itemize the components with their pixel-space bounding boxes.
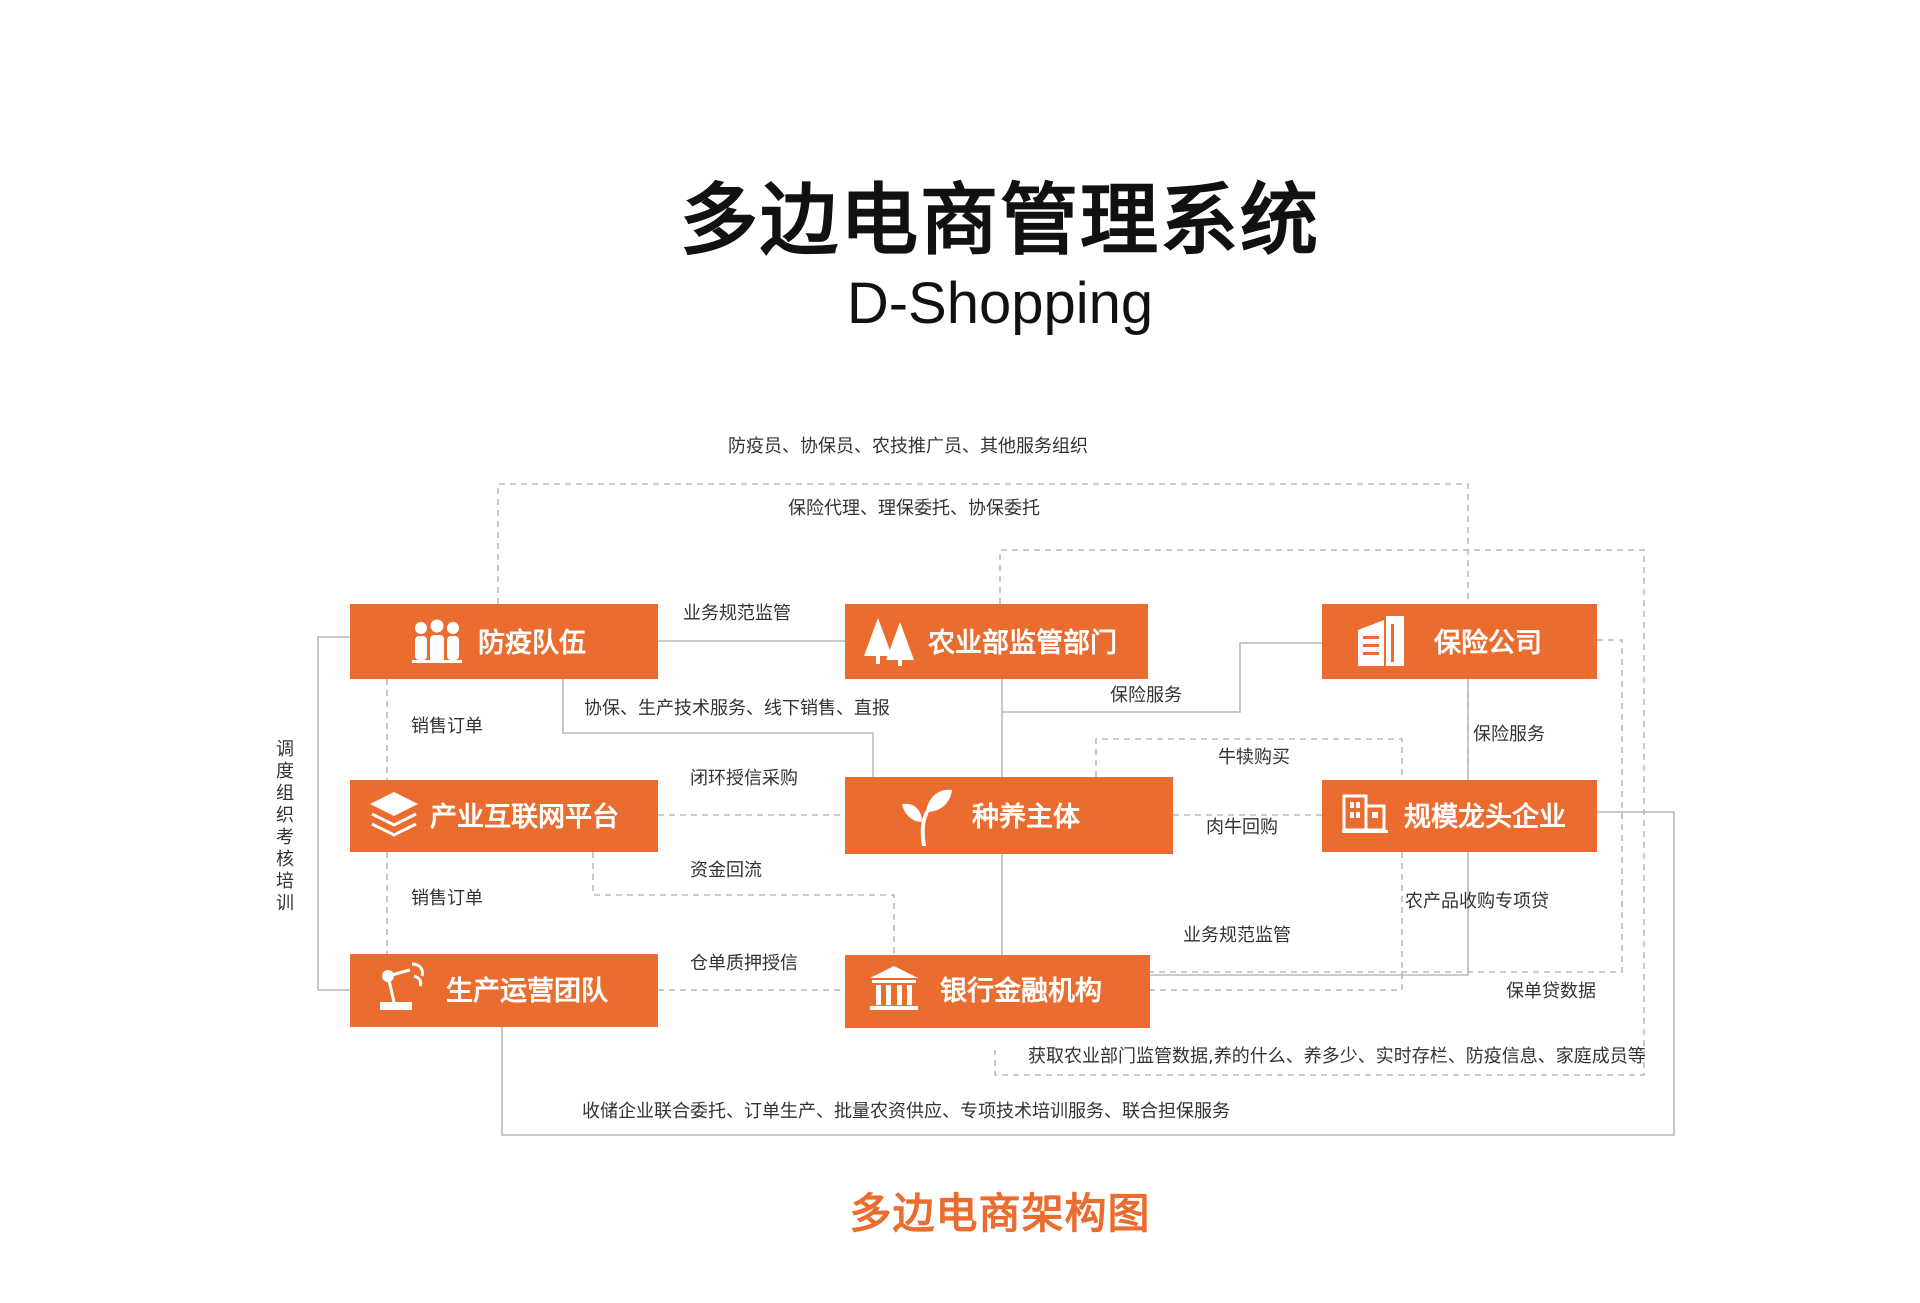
edge-label-biz-supervision-top: 业务规范监管 [683, 603, 791, 624]
trees-icon [864, 618, 914, 666]
node-label: 规模龙头企业 [1404, 801, 1566, 833]
edge-label-sales-order-1: 销售订单 [411, 716, 483, 737]
edge-label-sales-order-2: 销售订单 [411, 888, 483, 909]
connector-calf-purchase [1095, 738, 1403, 780]
node-bank: 银行金融机构 [845, 955, 1150, 1028]
edge-label-beef-buyback: 肉牛回购 [1206, 817, 1278, 838]
node-box [350, 954, 658, 1027]
node-leader: 规模龙头企业 [1322, 780, 1597, 852]
edge-label-calf-purchase: 牛犊购买 [1218, 747, 1290, 768]
edge-label-policy-loan-data: 保单贷数据 [1506, 981, 1596, 1002]
edge-label-coop-services: 协保、生产技术服务、线下销售、直报 [584, 698, 890, 719]
robot-arm-icon [380, 962, 424, 1010]
vertical-char: 织 [276, 805, 294, 826]
edge-label-bottom-outer: 收储企业联合委托、订单生产、批量农资供应、专项技术培训服务、联合担保服务 [582, 1101, 1230, 1122]
sprout-icon [902, 789, 952, 846]
connector-bottom-outer [501, 811, 1675, 1136]
connector-leader-bank [1150, 852, 1469, 976]
vertical-char: 度 [276, 761, 294, 782]
edge-label-biz-supervision-bottom: 业务规范监管 [1183, 925, 1291, 946]
node-label: 保险公司 [1433, 627, 1542, 659]
office-building-icon [1358, 616, 1404, 666]
connector-insurance-farmer [1002, 642, 1322, 713]
vertical-char: 培 [276, 871, 294, 892]
factory-building-icon [1342, 794, 1388, 833]
connector-capital-return [592, 852, 895, 955]
node-box [350, 780, 658, 852]
vertical-char: 核 [276, 849, 294, 870]
connector-left-bracket [317, 636, 350, 991]
edge-labels: 防疫员、协保员、农技推广员、其他服务组织 保险代理、理保委托、协保委托 业务规范… [276, 436, 1646, 1122]
connector-policy-loan [1150, 639, 1623, 973]
node-box [350, 604, 658, 679]
vertical-char: 调 [276, 739, 294, 760]
node-platform: 产业互联网平台 [350, 780, 658, 852]
layers-icon [370, 792, 418, 837]
node-label: 银行金融机构 [940, 975, 1102, 1007]
node-insurance: 保险公司 [1322, 604, 1597, 679]
node-label: 防疫队伍 [478, 627, 586, 659]
node-epidemic-team: 防疫队伍 [350, 604, 658, 679]
node-agri-dept: 农业部监管部门 [845, 604, 1148, 679]
node-label: 产业互联网平台 [430, 801, 619, 833]
edge-label-insurance-agency: 保险代理、理保委托、协保委托 [788, 498, 1040, 519]
vertical-char: 训 [276, 893, 294, 914]
page-subtitle: D-Shopping [846, 271, 1154, 336]
edge-label-agri-data: 获取农业部门监管数据,养的什么、养多少、实时存栏、防疫信息、家庭成员等 [1028, 1046, 1646, 1067]
connector-coop-services [562, 679, 874, 777]
node-farmer: 种养主体 [845, 777, 1173, 854]
edge-label-top-outer: 防疫员、协保员、农技推广员、其他服务组织 [728, 436, 1088, 457]
node-label: 种养主体 [972, 801, 1081, 833]
edge-label-vertical-left: 调 度 组 织 考 核 培 训 [276, 739, 294, 914]
node-label: 生产运营团队 [446, 976, 609, 1007]
node-box [1322, 780, 1597, 852]
diagram-caption: 多边电商架构图 [849, 1189, 1151, 1238]
edge-label-capital-return: 资金回流 [690, 860, 762, 881]
people-group-icon [412, 619, 462, 663]
edge-label-warehouse-credit: 仓单质押授信 [690, 953, 798, 974]
node-box [845, 777, 1173, 854]
vertical-char: 组 [276, 783, 294, 804]
node-production: 生产运营团队 [350, 954, 658, 1027]
edge-label-agri-loan: 农产品收购专项贷 [1405, 891, 1549, 912]
edge-label-closed-loop: 闭环授信采购 [690, 768, 798, 789]
edge-label-insurance-service-left: 保险服务 [1110, 685, 1182, 706]
connector-loan-dashed [1150, 852, 1403, 991]
page-title: 多边电商管理系统 [679, 176, 1320, 266]
vertical-char: 考 [276, 827, 294, 848]
edge-label-insurance-service-right: 保险服务 [1473, 724, 1545, 745]
bank-icon [870, 966, 918, 1010]
node-label: 农业部监管部门 [927, 627, 1117, 659]
